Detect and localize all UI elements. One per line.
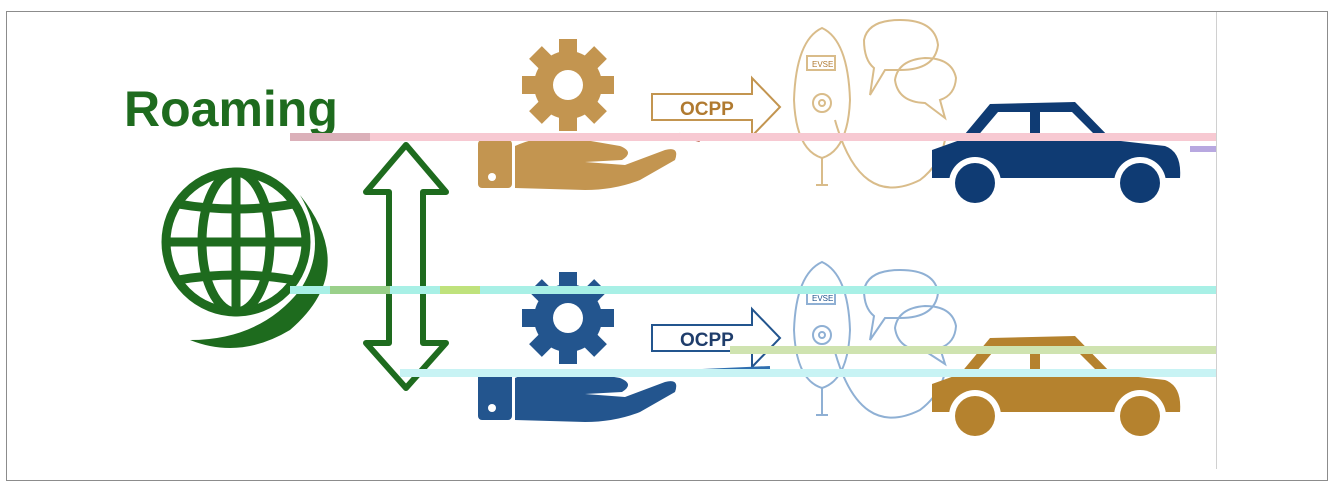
ocpp-arrow-icon: OCPP	[651, 306, 782, 370]
roaming-diagram: OCPP EVSE	[161, 18, 1216, 436]
globe-swoosh-icon	[190, 195, 328, 348]
ocpp-label: OCPP	[680, 330, 734, 351]
slide-edge-divider	[1216, 12, 1217, 469]
speech-bubbles-icon	[862, 18, 958, 121]
car-icon	[932, 102, 1181, 209]
evse-station-icon	[792, 26, 946, 189]
gear-icon	[522, 39, 614, 131]
hand-icon	[478, 369, 677, 422]
evse-label: EVSE	[812, 294, 833, 303]
gear-icon	[522, 272, 614, 364]
globe-icon	[161, 167, 311, 317]
ocpp-arrow-icon: OCPP	[651, 75, 782, 139]
ocpp-label: OCPP	[680, 99, 734, 120]
render-artifact-bands	[290, 133, 1216, 377]
hand-icon	[478, 137, 677, 190]
double-arrow-icon	[363, 142, 449, 391]
roaming-title: Roaming	[124, 81, 338, 137]
evse-label: EVSE	[812, 60, 833, 69]
